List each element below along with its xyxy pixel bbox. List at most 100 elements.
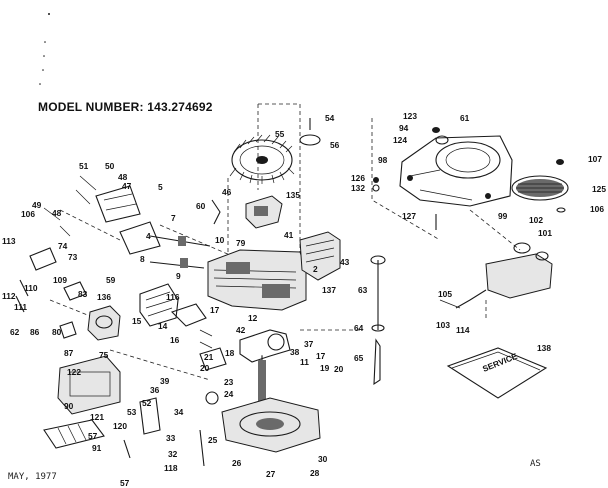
callout: 106: [21, 209, 35, 219]
callout: 57: [120, 478, 130, 488]
callout-numbers: 123 94 61 124 98 107 126 125 132 127 99 …: [2, 111, 606, 488]
callout: 5: [158, 182, 163, 192]
callout: 102: [529, 215, 543, 225]
callout: 64: [354, 323, 364, 333]
callout: 43: [340, 257, 350, 267]
callout: 126: [351, 173, 365, 183]
callout: 132: [351, 183, 365, 193]
callout: 26: [232, 458, 242, 468]
callout: 20: [200, 363, 210, 373]
callout: 53: [127, 407, 137, 417]
callout: 113: [2, 236, 16, 246]
cylinder-block: [207, 249, 307, 311]
callout: 55: [275, 129, 285, 139]
rotating-screen: [511, 159, 569, 213]
callout: 17: [316, 351, 326, 361]
fuel-tank: [455, 242, 553, 309]
muffler: [139, 283, 207, 327]
ignition-coil: [245, 195, 283, 229]
callout: 49: [32, 200, 42, 210]
callout: 15: [132, 316, 142, 326]
callout: 110: [24, 283, 38, 293]
callout: 59: [106, 275, 116, 285]
callout: 4: [146, 231, 151, 241]
callout: 79: [236, 238, 246, 248]
callout: 137: [322, 285, 336, 295]
model-number-label: MODEL NUMBER:: [38, 100, 144, 114]
callout: 106: [590, 204, 604, 214]
callout: 107: [588, 154, 602, 164]
callout: 18: [225, 348, 235, 358]
callout: 114: [456, 325, 470, 335]
callout: 123: [403, 111, 417, 121]
callout: 48: [52, 208, 62, 218]
callout: 125: [592, 184, 606, 194]
callout: 121: [90, 412, 104, 422]
callout: 34: [174, 407, 184, 417]
callout: 120: [113, 421, 127, 431]
callout: 57: [88, 431, 98, 441]
callout: 47: [122, 181, 132, 191]
callout: 36: [150, 385, 160, 395]
callout: 127: [402, 211, 416, 221]
drawing-date: MAY, 1977: [8, 472, 57, 482]
callout: 10: [215, 235, 225, 245]
cylinder-head: [299, 231, 341, 281]
callout: 105: [438, 289, 452, 299]
callout: 48: [118, 172, 128, 182]
callout: 12: [248, 313, 258, 323]
callout: 63: [358, 285, 368, 295]
callout: 42: [236, 325, 246, 335]
callout: 24: [224, 389, 234, 399]
callout: 11: [300, 357, 309, 367]
crankshaft: [239, 329, 291, 410]
callout: 62: [10, 327, 20, 337]
callout: 83: [78, 289, 88, 299]
callout: 54: [325, 113, 335, 123]
callout: 98: [378, 155, 388, 165]
callout: 23: [224, 377, 234, 387]
callout: 41: [284, 230, 294, 240]
callout: 99: [498, 211, 508, 221]
callout: 32: [168, 449, 178, 459]
model-number-value: 143.274692: [147, 100, 213, 114]
callout: 20: [334, 364, 344, 374]
model-number-heading: MODEL NUMBER: 143.274692: [38, 100, 213, 114]
callout: 27: [266, 469, 276, 479]
callout: 52: [142, 398, 152, 408]
callout: 61: [460, 113, 470, 123]
callout: 39: [160, 376, 170, 386]
callout: 80: [52, 327, 62, 337]
callout: 8: [140, 254, 145, 264]
callout: 111: [14, 302, 27, 312]
callout: 138: [537, 343, 551, 353]
owners-manual: SERVICE: [446, 347, 548, 399]
callout: 94: [399, 123, 409, 133]
callout: 33: [166, 433, 176, 443]
callout: 50: [105, 161, 115, 171]
callout: 101: [538, 228, 552, 238]
callout: 109: [53, 275, 67, 285]
callout: 103: [436, 320, 450, 330]
manual-label: SERVICE: [481, 351, 519, 374]
drawing-code: AS: [530, 459, 541, 469]
callout: 75: [99, 350, 109, 360]
callout: 17: [210, 305, 220, 315]
callout: 60: [196, 201, 206, 211]
callout: 37: [304, 339, 314, 349]
small-parts: [15, 118, 461, 467]
crankcase-sump: [221, 397, 321, 453]
callout: 16: [170, 335, 180, 345]
callout: 14: [158, 321, 168, 331]
callout: 7: [171, 213, 176, 223]
callout: 116: [166, 292, 180, 302]
callout: 124: [393, 135, 407, 145]
callout: 21: [204, 352, 214, 362]
callout: 56: [330, 140, 340, 150]
callout: 87: [64, 348, 74, 358]
blower-housing: [399, 135, 513, 207]
callout: 90: [64, 401, 74, 411]
callout: 30: [318, 454, 328, 464]
